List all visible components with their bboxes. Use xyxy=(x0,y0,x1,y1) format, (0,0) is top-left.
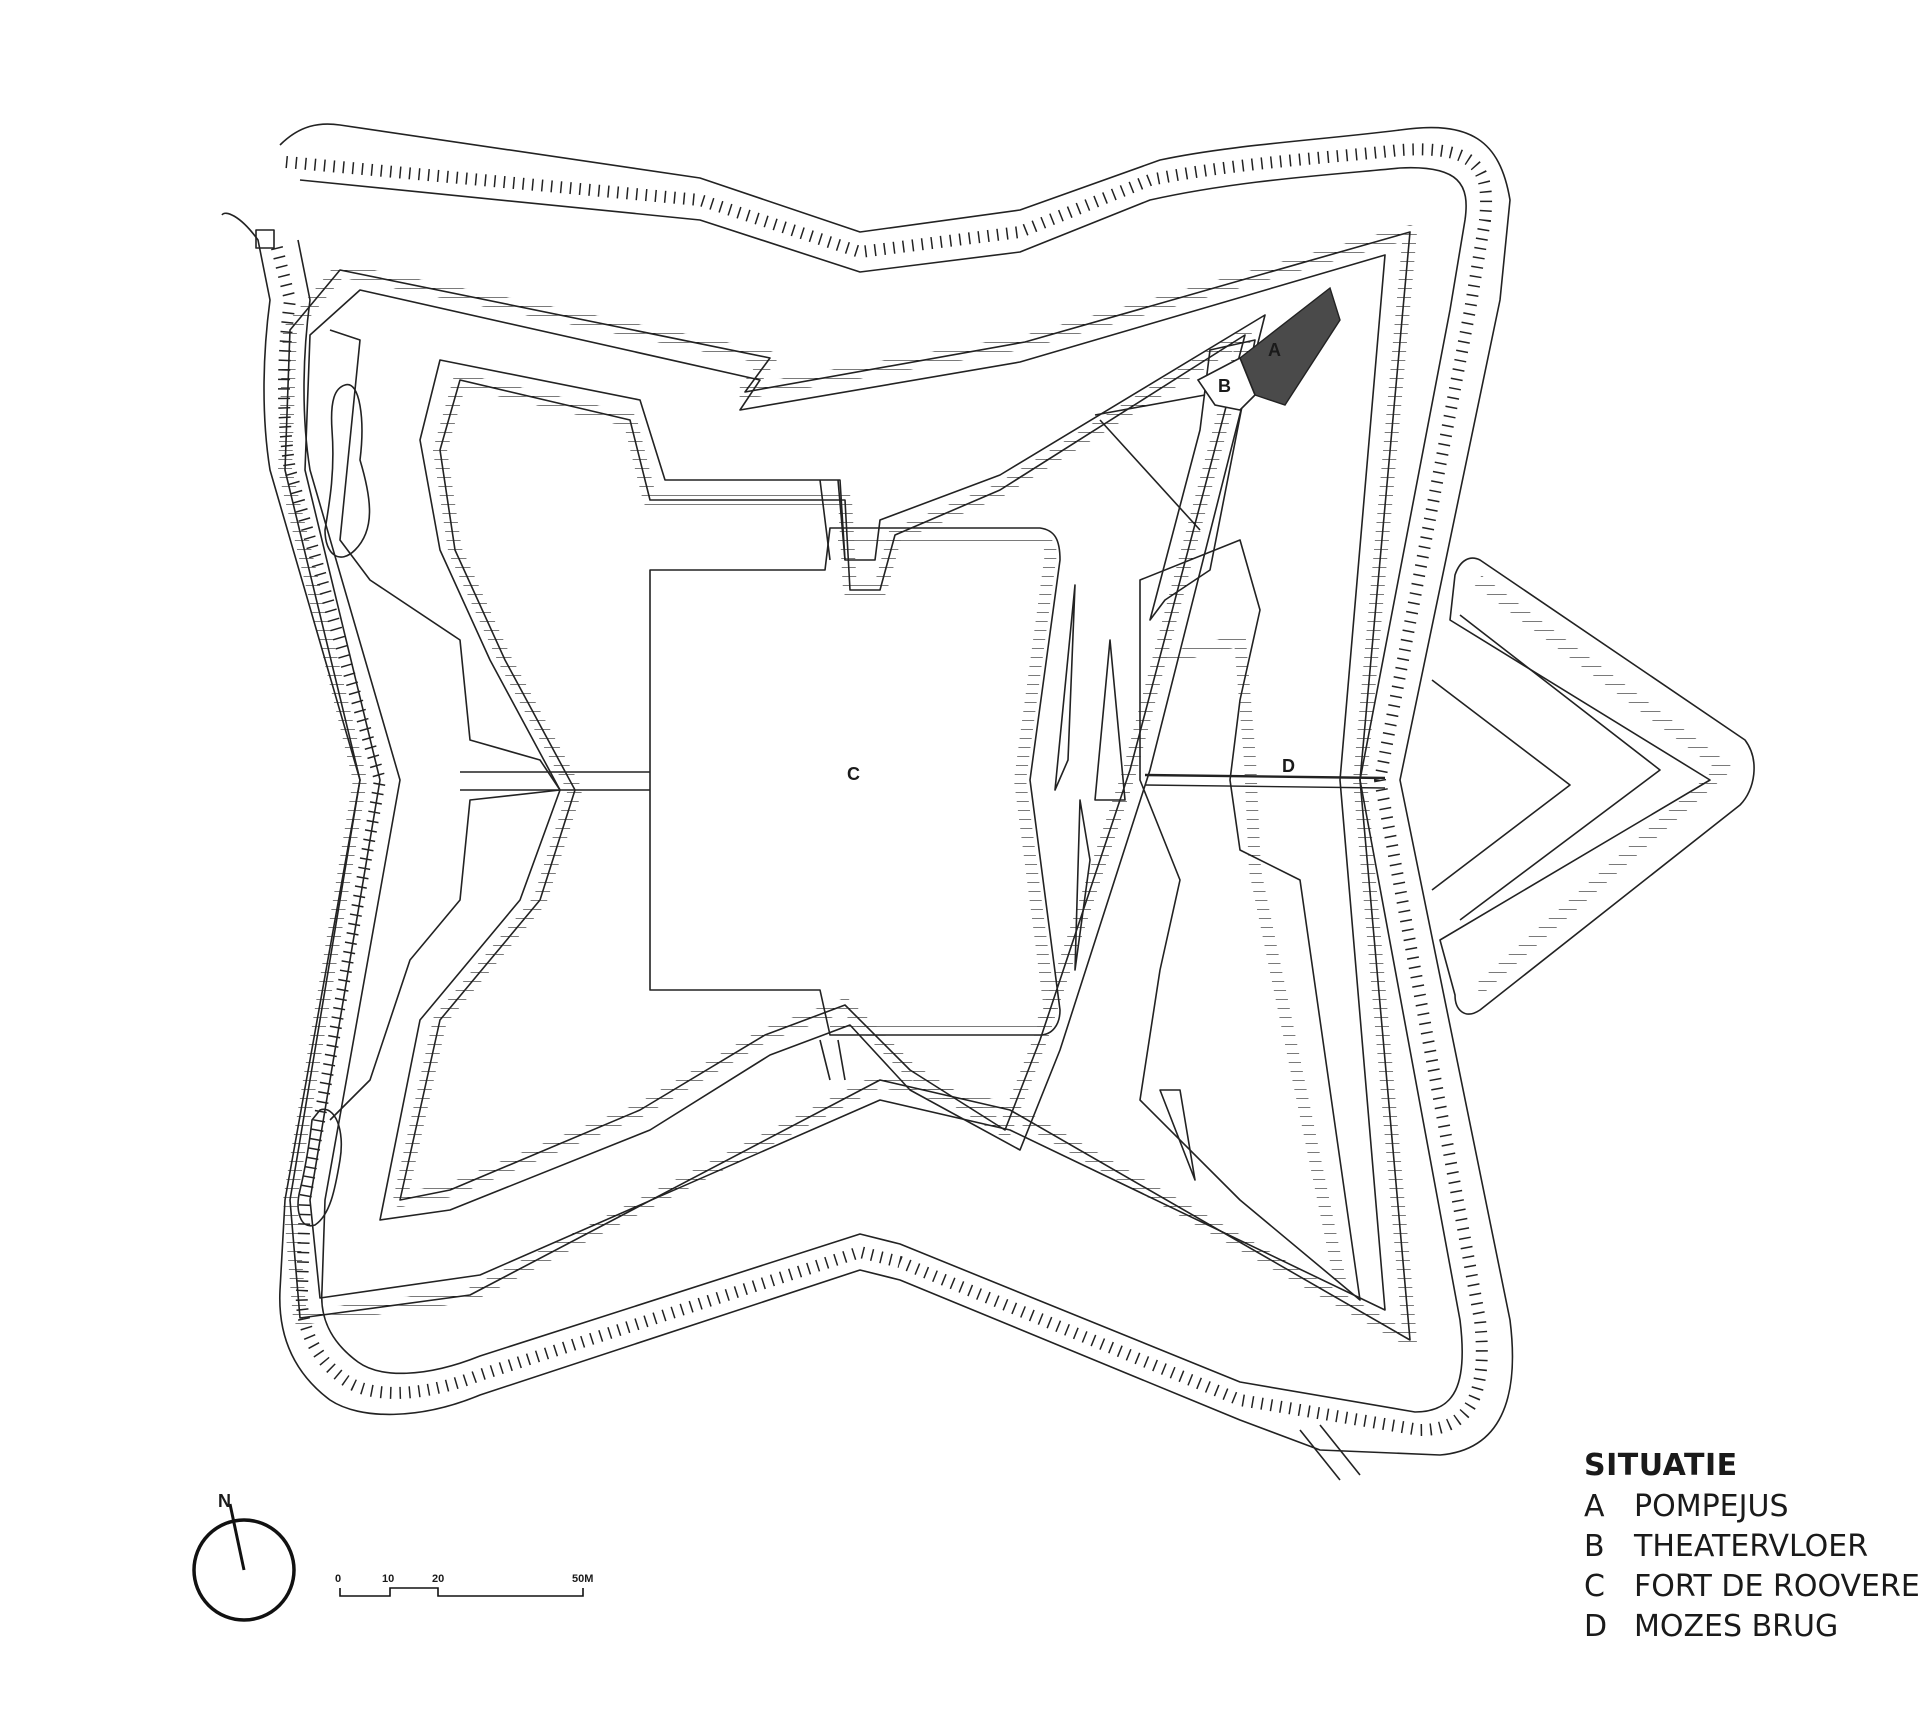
legend-key: D xyxy=(1584,1609,1608,1644)
label-d: D xyxy=(1282,756,1295,776)
ne-diagonal xyxy=(1099,419,1201,531)
legend-item: B THEATERVLOER xyxy=(1584,1527,1920,1567)
legend-item: D MOZES BRUG xyxy=(1584,1607,1920,1647)
spike-1 xyxy=(1054,584,1076,791)
west-pond-top xyxy=(324,384,371,558)
central-courtyard-hatch xyxy=(830,534,1057,1031)
label-b: B xyxy=(1218,376,1231,396)
west-bridge xyxy=(460,771,650,791)
outer-moat-outer xyxy=(269,143,1493,1436)
theatervloer-floor xyxy=(1196,356,1256,411)
west-ravelin xyxy=(329,329,561,1121)
central-courtyard xyxy=(649,527,1061,1036)
outer-moat-inner xyxy=(297,166,1467,1413)
legend-label: THEATERVLOER xyxy=(1634,1529,1869,1564)
legend-title: SITUATIE xyxy=(1584,1448,1738,1483)
east-ravelin-outer xyxy=(1439,557,1755,1015)
north-label: N xyxy=(218,1491,231,1511)
legend-label: FORT DE ROOVERE xyxy=(1634,1569,1920,1604)
legend-label: POMPEJUS xyxy=(1634,1489,1789,1524)
second-rampart-inner xyxy=(399,334,1246,1201)
legend-label: MOZES BRUG xyxy=(1634,1609,1839,1644)
scale-tick-50m: 50M xyxy=(572,1573,593,1585)
south-bridge xyxy=(819,1039,846,1081)
east-ravelin-inner xyxy=(1459,614,1661,921)
outer-terrain-line xyxy=(221,123,1514,1456)
se-path xyxy=(1299,1424,1361,1481)
east-ravelin-triangle xyxy=(1431,679,1571,891)
legend: SITUATIE A POMPEJUS B THEATERVLOER C FOR… xyxy=(1584,1448,1920,1647)
nw-small-building xyxy=(255,229,275,249)
mozes-brug-bridge xyxy=(1144,773,1386,780)
legend-item: C FORT DE ROOVERE xyxy=(1584,1567,1920,1607)
spike-4 xyxy=(1159,1089,1196,1181)
west-pond-bottom xyxy=(297,1108,343,1227)
legend-key: C xyxy=(1584,1569,1605,1604)
second-rampart-hatch xyxy=(393,328,1252,1207)
legend-item: A POMPEJUS xyxy=(1584,1487,1920,1527)
legend-key: B xyxy=(1584,1529,1605,1564)
main-rampart-inner xyxy=(304,254,1386,1311)
scale-tick-20: 20 xyxy=(432,1573,444,1585)
ne-bastion-ramp xyxy=(1149,339,1256,621)
ne-walkway xyxy=(1094,394,1206,416)
inner-east-bastion xyxy=(1139,539,1361,1301)
spike-2 xyxy=(1074,799,1091,971)
label-c: C xyxy=(847,764,860,784)
north-arrow: N xyxy=(192,1491,296,1622)
east-ravelin-hatch xyxy=(1473,575,1731,995)
scale-tick-10: 10 xyxy=(382,1573,394,1585)
mozes-brug-bridge-2 xyxy=(1144,784,1386,789)
spike-3 xyxy=(1094,639,1126,801)
legend-key: A xyxy=(1584,1489,1605,1524)
inner-east-hatch xyxy=(1158,634,1346,1282)
label-a: A xyxy=(1268,340,1281,360)
north-bridge xyxy=(819,479,846,561)
scale-bar xyxy=(339,1587,584,1597)
scale-tick-0: 0 xyxy=(335,1573,341,1585)
pompejus-building xyxy=(1239,286,1341,406)
